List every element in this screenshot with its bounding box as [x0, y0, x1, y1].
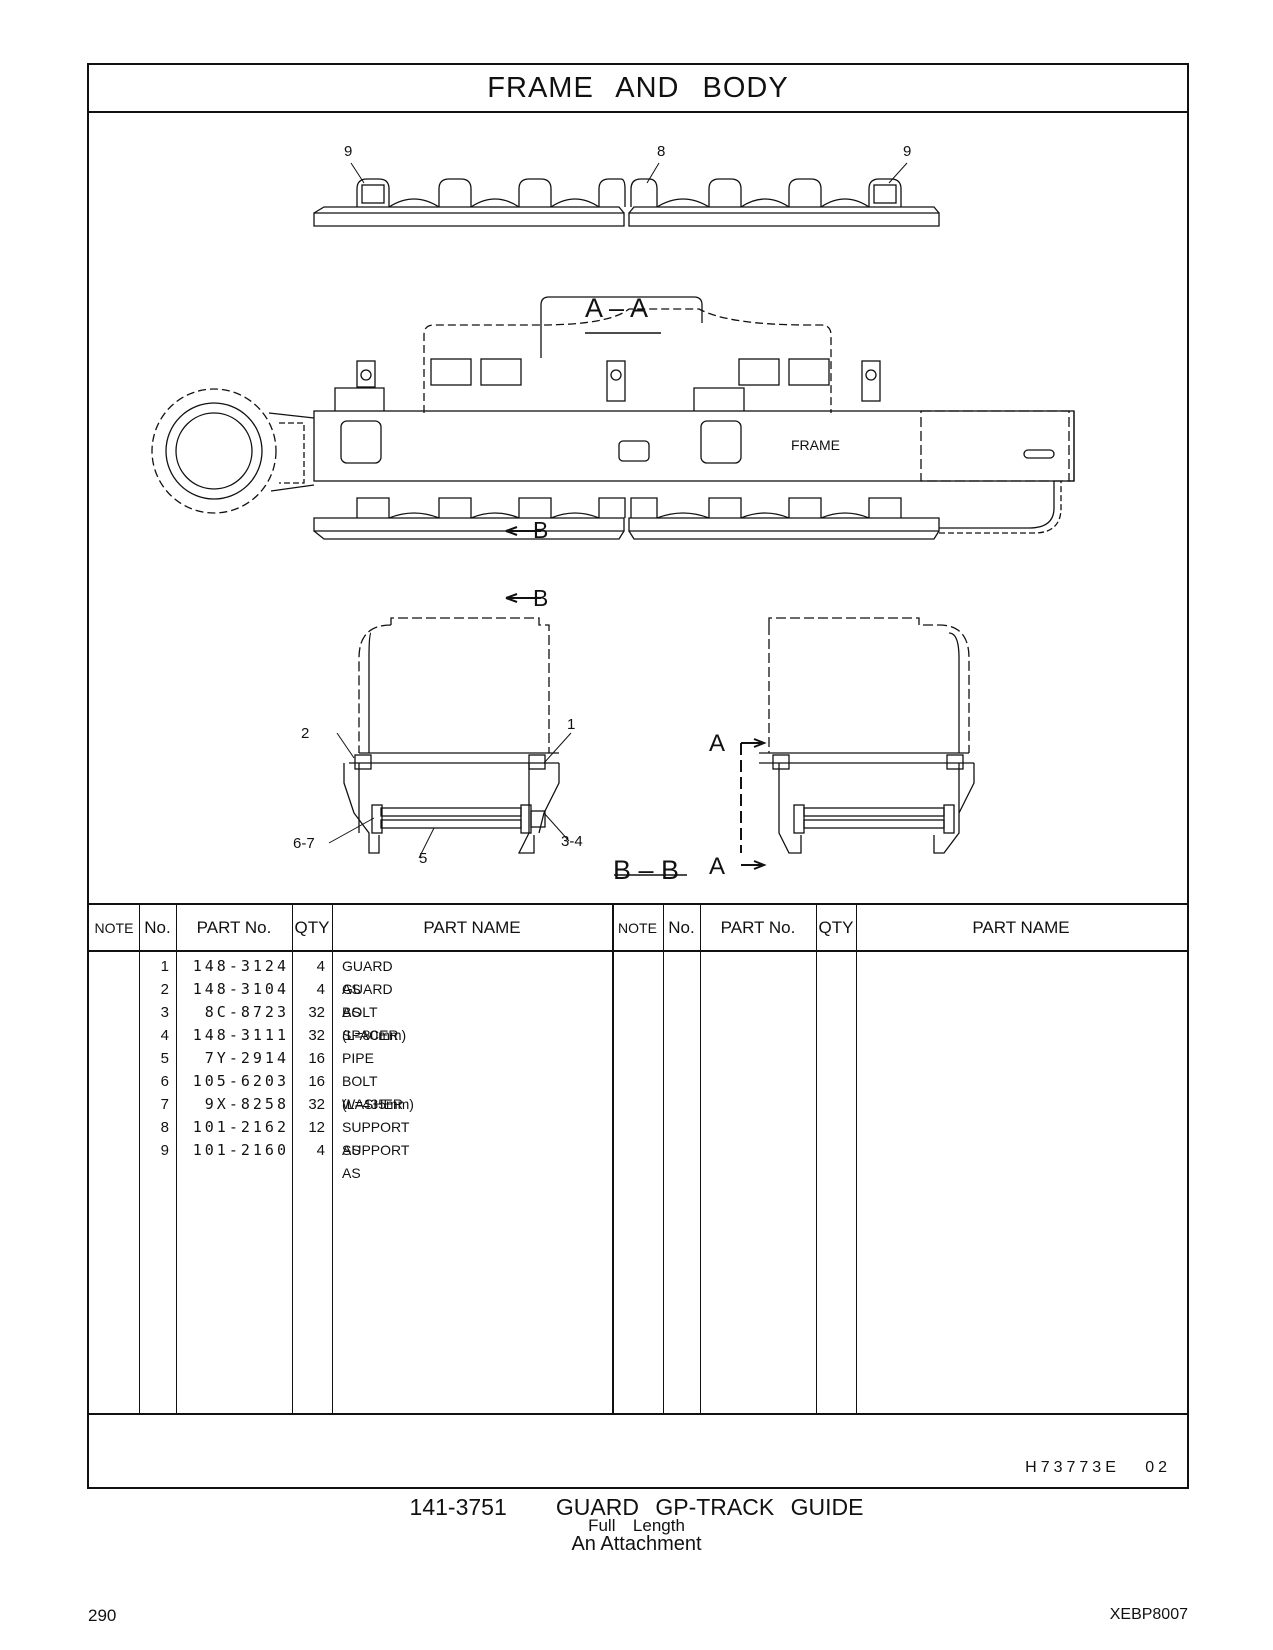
callout-6-7: 6-7 — [293, 835, 315, 852]
row-no: 7 — [160, 1096, 169, 1113]
row-part-name: BOLT (L=80mm) — [342, 1004, 407, 1043]
section-marker-a-upper: A — [709, 730, 726, 757]
section-marker-a-lower: A — [709, 853, 726, 880]
callout-1: 1 — [567, 716, 576, 733]
drawing-footer: H73773E 02 — [89, 1413, 1187, 1489]
section-title: FRAME AND BODY — [89, 65, 1187, 113]
header-qty-left: QTY — [294, 917, 330, 937]
lower-rail-brackets — [356, 497, 902, 519]
row-part-name: SUPPORT AS — [342, 1142, 410, 1181]
row-part-name: PIPE — [342, 1050, 374, 1066]
top-rail-view — [313, 162, 940, 227]
header-part-no-left: PART No. — [196, 917, 272, 937]
row-part-name: GUARD AS — [342, 958, 393, 997]
row-no: 6 — [160, 1073, 169, 1090]
row-qty: 4 — [316, 981, 325, 998]
drawing-code: H73773E 02 — [1025, 1459, 1171, 1476]
row-qty: 32 — [308, 1096, 325, 1113]
row-no: 2 — [160, 981, 169, 998]
row-qty: 16 — [308, 1050, 325, 1067]
group-note: An Attachment — [571, 1533, 702, 1555]
header-qty-right: QTY — [818, 917, 854, 937]
row-qty: 12 — [308, 1119, 325, 1136]
row-qty: 32 — [308, 1004, 325, 1021]
row-part-name: SUPPORT AS — [342, 1119, 410, 1158]
row-qty: 32 — [308, 1027, 325, 1044]
row-part-no: 101-2160 — [192, 1141, 289, 1159]
row-part-name: GUARD AS — [342, 981, 393, 1020]
page-number: 290 — [88, 1606, 117, 1625]
header-part-name-left: PART NAME — [423, 917, 521, 937]
row-part-name: WASHER — [342, 1096, 403, 1112]
header-no-right: No. — [668, 917, 695, 937]
row-qty: 4 — [316, 1142, 325, 1159]
row-part-no: 9X-8258 — [204, 1095, 289, 1113]
row-no: 8 — [160, 1119, 169, 1136]
technical-drawing — [151, 162, 1075, 876]
row-qty: 16 — [308, 1073, 325, 1090]
group-title: 141-3751 GUARD GP-TRACK GUIDE — [409, 1494, 864, 1520]
group-subtitle: Full Length — [588, 1516, 685, 1535]
header-note-right: NOTE — [618, 919, 657, 936]
row-part-no: 148-3124 — [192, 957, 289, 975]
parts-table: NOTE No. PART No. QTY PART NAME NOTE No.… — [89, 903, 1187, 1413]
section-bb-right — [740, 617, 975, 870]
row-part-no: 148-3104 — [192, 980, 289, 998]
row-qty: 4 — [316, 958, 325, 975]
callout-9-left: 9 — [344, 143, 353, 160]
callout-9-right: 9 — [903, 143, 912, 160]
header-note-left: NOTE — [94, 919, 134, 936]
parts-table-header: NOTE No. PART No. QTY PART NAME NOTE No.… — [89, 905, 1187, 952]
row-part-no: 148-3111 — [192, 1026, 289, 1044]
frame-label: FRAME — [791, 437, 840, 453]
row-part-name: BOLT (L=435mm) — [342, 1073, 414, 1112]
section-label-aa: A – A — [585, 293, 649, 323]
callout-3-4: 3-4 — [561, 833, 583, 850]
section-marker-b-lower: B — [533, 585, 549, 611]
row-no: 4 — [160, 1027, 169, 1044]
callout-8: 8 — [657, 143, 666, 160]
section-label-bb: B – B — [613, 855, 680, 885]
row-no: 3 — [160, 1004, 169, 1021]
callout-2: 2 — [301, 725, 310, 742]
row-no: 5 — [160, 1050, 169, 1067]
row-no: 9 — [160, 1142, 169, 1159]
row-part-no: 8C-8723 — [204, 1003, 289, 1021]
row-part-no: 105-6203 — [192, 1072, 289, 1090]
top-rail-brackets — [356, 178, 902, 208]
parts-drawing: 9 8 9 A – A FRAME B B 1 2 6-7 5 3-4 B – … — [89, 113, 1187, 903]
section-marker-b-upper: B — [533, 517, 549, 543]
header-no-left: No. — [144, 917, 171, 937]
row-part-no: 7Y-2914 — [204, 1049, 289, 1067]
section-bb-left — [328, 617, 572, 859]
document-id: XEBP8007 — [1109, 1606, 1188, 1623]
frame-side-view — [151, 296, 1075, 603]
header-part-name-right: PART NAME — [972, 917, 1070, 937]
row-no: 1 — [160, 958, 169, 975]
callout-5: 5 — [419, 850, 428, 867]
page-frame: FRAME AND BODY — [87, 63, 1189, 1489]
row-part-no: 101-2162 — [192, 1118, 289, 1136]
header-part-no-right: PART No. — [720, 917, 796, 937]
row-part-name: SPACER — [342, 1027, 399, 1043]
